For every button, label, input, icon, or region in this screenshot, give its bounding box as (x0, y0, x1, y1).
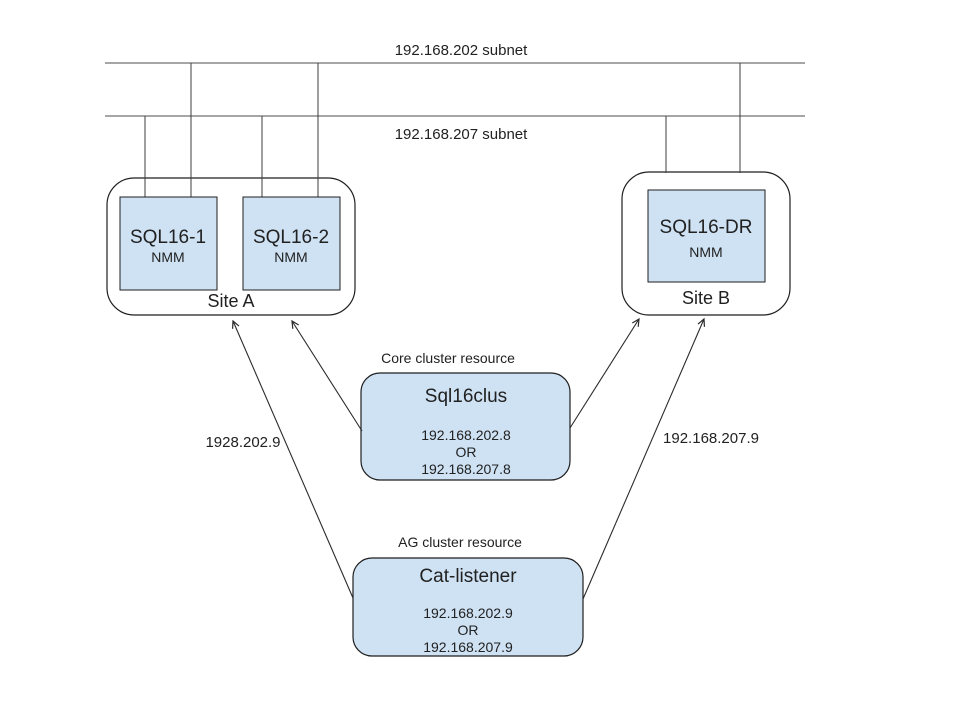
edge-label-right: 192.168.207.9 (663, 430, 759, 447)
core-cluster-caption: Core cluster resource (381, 350, 515, 366)
cat-listener-box (352, 557, 584, 657)
ag-cluster-caption: AG cluster resource (398, 534, 522, 550)
sql16clus-box (360, 372, 571, 481)
sql16-1-box (119, 196, 218, 291)
sql16clus-ip-primary: 192.168.202.8 (421, 427, 511, 443)
server-node-sql16-dr: SQL16-DR NMM (647, 189, 766, 283)
cat-listener-ip-primary: 192.168.202.9 (423, 605, 513, 621)
cat-listener-title: Cat-listener (419, 566, 517, 587)
arrow-cat-listener-to-site-a (231, 319, 354, 599)
edge-label-left: 1928.202.9 (205, 434, 280, 451)
site-a-label: Site A (207, 291, 254, 311)
site-b-label: Site B (682, 288, 730, 308)
subnet-207-label: 192.168.207 subnet (395, 126, 528, 143)
sql16-dr-agent: NMM (689, 244, 722, 260)
server-node-sql16-2: SQL16-2 NMM (242, 196, 341, 291)
subnet-202-label: 192.168.202 subnet (395, 42, 528, 59)
cat-listener-or-label: OR (458, 622, 479, 638)
sql16-2-agent: NMM (274, 249, 307, 265)
sql16-2-name: SQL16-2 (253, 227, 329, 248)
sql16-dr-name: SQL16-DR (660, 217, 753, 238)
cat-listener-ip-secondary: 192.168.207.9 (423, 639, 513, 655)
server-node-sql16-1: SQL16-1 NMM (119, 196, 218, 291)
sql16clus-title: Sql16clus (425, 386, 507, 407)
sql16-1-name: SQL16-1 (130, 227, 206, 248)
arrow-cat-listener-to-site-b (582, 317, 706, 600)
arrow-sql16clus-to-site-a (291, 319, 363, 432)
sql16-1-agent: NMM (151, 249, 184, 265)
sql16clus-ip-secondary: 192.168.207.8 (421, 461, 511, 477)
sql16-2-box (242, 196, 341, 291)
arrow-sql16clus-to-site-b (569, 317, 640, 429)
sql16clus-or-label: OR (456, 444, 477, 460)
cluster-node-sql16clus: Sql16clus 192.168.202.8 OR 192.168.207.8 (360, 372, 571, 481)
cluster-node-cat-listener: Cat-listener 192.168.202.9 OR 192.168.20… (352, 557, 584, 657)
sql16-dr-box (647, 189, 766, 283)
